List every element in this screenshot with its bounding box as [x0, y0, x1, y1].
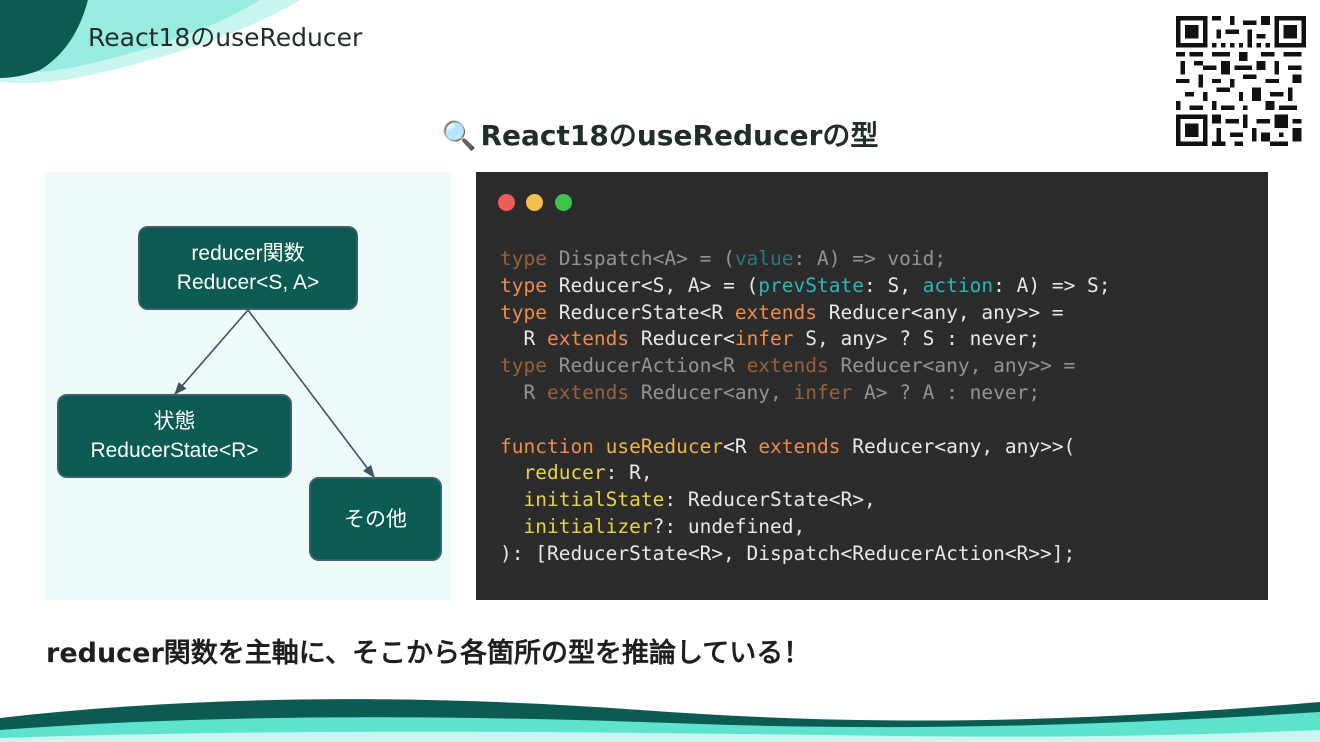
diagram-node-reducer: reducer関数 Reducer<S, A> [138, 226, 358, 310]
diagram-arrows [174, 309, 375, 479]
window-maximize-dot [555, 194, 572, 211]
code-window: type Dispatch<A> = (value: A) => void; t… [476, 172, 1268, 600]
corner-decoration [0, 0, 300, 84]
code-line: initializer?: undefined, [523, 514, 806, 538]
summary-text: reducer関数を主軸に、そこから各箇所の型を推論している！ [46, 638, 811, 669]
node-reducer-label: reducer関数 [191, 242, 305, 265]
window-close-dot [498, 194, 515, 211]
arrow-to-other [247, 309, 375, 479]
arrow-to-state [174, 309, 249, 395]
node-state-label: 状態 [153, 410, 196, 433]
code-line: R extends Reducer<infer S, any> ? S : ne… [500, 327, 1041, 351]
node-other-label: その他 [344, 507, 407, 531]
code-line: type ReducerAction<R extends Reducer<any… [500, 354, 1076, 378]
slide-heading: 🔍React18のuseReducerの型 [0, 114, 1320, 154]
qr-code [1176, 16, 1306, 146]
code-line: type Reducer<S, A> = (prevState: S, acti… [500, 273, 1111, 297]
header-title: React18のuseReducer [88, 23, 363, 52]
code-line: R extends Reducer<any, infer A> ? A : ne… [500, 380, 1041, 404]
node-state-type: ReducerState<R> [90, 439, 259, 462]
diagram-node-state: 状態 ReducerState<R> [57, 394, 292, 478]
code-line: ): [ReducerState<R>, Dispatch<ReducerAct… [500, 541, 1076, 565]
code-line: function useReducer<R extends Reducer<an… [500, 434, 1076, 458]
code-line: type ReducerState<R extends Reducer<any,… [500, 300, 1064, 324]
window-minimize-dot [526, 194, 543, 211]
diagram-node-other: その他 [309, 477, 442, 561]
bottom-wave-decoration [0, 699, 1320, 742]
code-block: type Dispatch<A> = (value: A) => void; t… [500, 246, 1111, 568]
code-line: type Dispatch<A> = (value: A) => void; [500, 247, 947, 270]
type-diagram: reducer関数 Reducer<S, A> 状態 ReducerState<… [45, 172, 451, 600]
code-line: initialState: ReducerState<R>, [523, 488, 876, 512]
slide-heading-text: React18のuseReducerの型 [480, 119, 879, 152]
node-reducer-type: Reducer<S, A> [176, 271, 320, 294]
code-line: reducer: R, [523, 461, 653, 485]
magnifier-icon: 🔍 [441, 119, 477, 152]
